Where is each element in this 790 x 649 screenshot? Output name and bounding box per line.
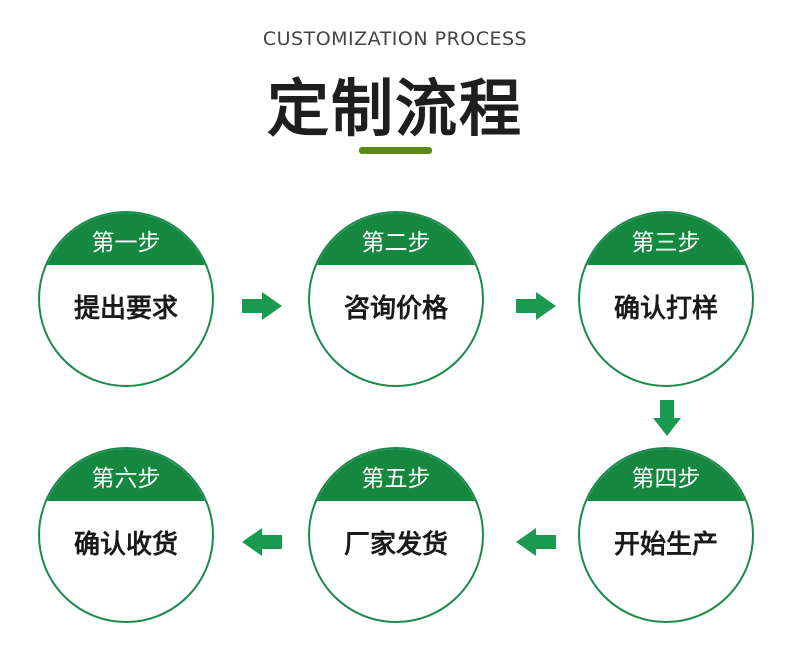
step-1-label: 提出要求: [73, 294, 178, 324]
step-5-label: 厂家发货: [343, 530, 448, 560]
step-1-badge: 第一步: [40, 213, 212, 265]
title-underline: [359, 147, 432, 154]
step-5-circle: 第五步 厂家发货: [308, 447, 484, 623]
page-subtitle: CUSTOMIZATION PROCESS: [262, 28, 528, 50]
arrow-left-icon: [242, 528, 282, 556]
arrow-right-icon: [516, 292, 556, 320]
step-4-label: 开始生产: [613, 530, 718, 560]
arrow-left-icon: [516, 528, 556, 556]
step-3-badge: 第三步: [580, 213, 752, 265]
step-4-circle: 第四步 开始生产: [578, 447, 754, 623]
step-4-badge: 第四步: [580, 449, 752, 501]
arrow-right-icon: [242, 292, 282, 320]
step-6-circle: 第六步 确认收货: [38, 447, 214, 623]
step-2-label: 咨询价格: [343, 294, 448, 324]
step-3-circle: 第三步 确认打样: [578, 211, 754, 387]
step-1-circle: 第一步 提出要求: [38, 211, 214, 387]
step-3-label: 确认打样: [613, 294, 718, 324]
step-2-badge: 第二步: [310, 213, 482, 265]
step-5-badge: 第五步: [310, 449, 482, 501]
arrow-down-icon: [653, 400, 681, 436]
step-2-circle: 第二步 咨询价格: [308, 211, 484, 387]
step-6-label: 确认收货: [73, 530, 178, 560]
page-title: 定制流程: [266, 72, 523, 145]
step-6-badge: 第六步: [40, 449, 212, 501]
